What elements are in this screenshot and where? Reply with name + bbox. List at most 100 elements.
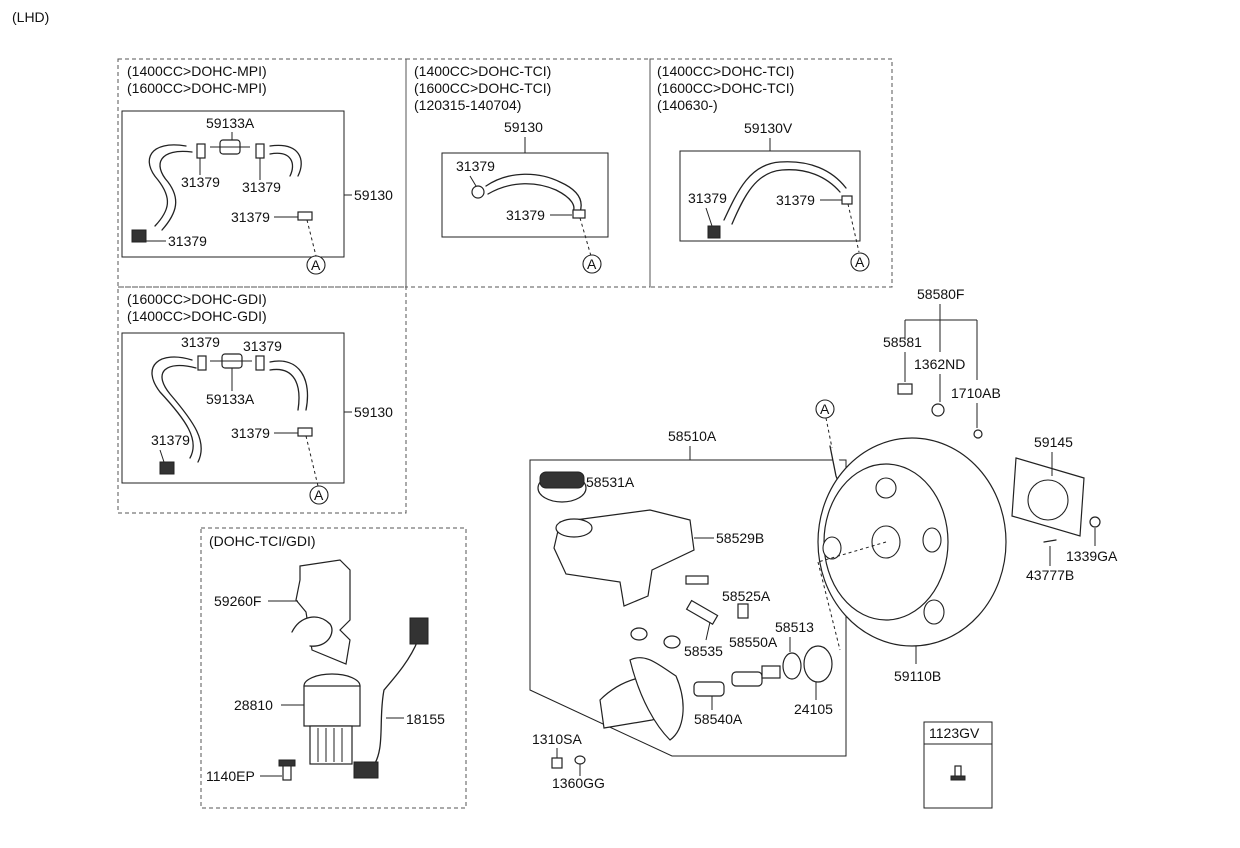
pump-body-shape bbox=[303, 685, 361, 727]
washer-shape bbox=[574, 755, 586, 765]
tci-early-clamp-b-label: 31379 bbox=[506, 207, 545, 223]
harness-connector bbox=[409, 617, 429, 645]
panel-tci-early: (1400CC>DOHC-TCI) (1600CC>DOHC-TCI) (120… bbox=[405, 58, 651, 288]
gdi-valve-label: 59133A bbox=[206, 391, 255, 407]
pump-motor-shape bbox=[309, 725, 353, 765]
mpi-clamp-b-label: 31379 bbox=[242, 179, 281, 195]
panel-tci-late: (1400CC>DOHC-TCI) (1600CC>DOHC-TCI) (140… bbox=[649, 58, 893, 288]
gdi-hose-assy-label: 59130 bbox=[354, 404, 393, 420]
pad-label: 59145 bbox=[1034, 434, 1073, 450]
gdi-spec-line-2: (1400CC>DOHC-GDI) bbox=[127, 308, 267, 324]
pin-label: 58535 bbox=[684, 643, 723, 659]
mpi-spec-line-2: (1600CC>DOHC-MPI) bbox=[127, 80, 267, 96]
mpi-clamp-d-shape bbox=[131, 229, 147, 243]
gdi-clamp-a-label: 31379 bbox=[181, 334, 220, 350]
tci-late-hose-box bbox=[679, 150, 861, 242]
master-cylinder-assy-label: 58510A bbox=[668, 428, 717, 444]
reservoir-shape bbox=[553, 509, 695, 607]
plug-label: 1710AB bbox=[951, 385, 1001, 401]
mpi-hose-group-box bbox=[121, 110, 345, 258]
lhd-label: (LHD) bbox=[12, 9, 49, 25]
mpi-hose-assy-label: 59130 bbox=[354, 187, 393, 203]
tci-early-clamp-a-label: 31379 bbox=[456, 158, 495, 174]
tci-early-hose-assy-label: 59130 bbox=[504, 119, 543, 135]
grommet-label: 1362ND bbox=[914, 356, 965, 372]
mpi-hose-left-inner bbox=[159, 150, 193, 231]
panel-mpi: (1400CC>DOHC-MPI) (1600CC>DOHC-MPI) A 59… bbox=[117, 58, 407, 288]
gasket-label: 24105 bbox=[794, 701, 833, 717]
mpi-ref-a-marker bbox=[306, 255, 326, 275]
oring-label: 58513 bbox=[775, 619, 814, 635]
washer-label: 1360GG bbox=[552, 775, 605, 791]
gdi-hose-group-box bbox=[121, 332, 345, 484]
gdi-clamp-c-label: 31379 bbox=[231, 425, 270, 441]
tci-early-spec-line-3: (120315-140704) bbox=[414, 97, 521, 113]
mpi-clamp-a-shape bbox=[196, 143, 206, 159]
kit-label: 58580F bbox=[917, 286, 964, 302]
tci-early-spec-line-2: (1600CC>DOHC-TCI) bbox=[414, 80, 551, 96]
tci-late-spec-line-3: (140630-) bbox=[657, 97, 718, 113]
nut-1339-shape bbox=[1089, 516, 1101, 528]
bracket-shape bbox=[295, 559, 351, 665]
piston-shape bbox=[693, 681, 725, 697]
booster-nut-label: 1339GA bbox=[1066, 548, 1118, 564]
pump-spec-line-1: (DOHC-TCI/GDI) bbox=[209, 533, 316, 549]
grommet-shape bbox=[931, 403, 945, 417]
tci-late-ref-a: A bbox=[855, 254, 865, 270]
booster-ref-a-marker bbox=[815, 399, 835, 419]
booster-pin-label: 43777B bbox=[1026, 567, 1074, 583]
pin-shape bbox=[685, 599, 719, 626]
tci-late-clamp-b-label: 31379 bbox=[776, 192, 815, 208]
panel-pump: (DOHC-TCI/GDI) 59260F 28810 18155 1140EP bbox=[200, 527, 467, 809]
gdi-clamp-d-label: 31379 bbox=[151, 432, 190, 448]
bolt-box-group: 1123GV bbox=[923, 721, 993, 809]
plug-shape bbox=[973, 429, 983, 439]
tci-early-spec-line-1: (1400CC>DOHC-TCI) bbox=[414, 63, 551, 79]
gdi-clamp-c-shape bbox=[297, 427, 313, 437]
bracket-label: 59260F bbox=[214, 593, 261, 609]
bolt-box-label: 1123GV bbox=[929, 725, 980, 741]
mpi-clamp-b-shape bbox=[255, 143, 265, 159]
master-cylinder-group: 58510A 58531A 58529B 58525A 58535 58550A… bbox=[529, 428, 847, 791]
bolt-label: 1140EP bbox=[206, 768, 255, 784]
tci-late-clamp-a-shape bbox=[707, 225, 721, 239]
tci-early-ref-a: A bbox=[587, 256, 597, 272]
screw-label: 58525A bbox=[722, 588, 771, 604]
tci-late-ref-a-marker bbox=[850, 252, 870, 272]
tci-late-spec-line-2: (1600CC>DOHC-TCI) bbox=[657, 80, 794, 96]
tci-early-hose-box bbox=[441, 152, 609, 238]
tci-late-clamp-b-shape bbox=[841, 195, 853, 205]
gasket-shape bbox=[803, 645, 833, 683]
mpi-ref-a: A bbox=[311, 257, 321, 273]
gdi-clamp-b-shape bbox=[255, 355, 265, 371]
pump-label: 28810 bbox=[234, 697, 273, 713]
mpi-spec-line-1: (1400CC>DOHC-MPI) bbox=[127, 63, 267, 79]
panel-gdi: (1600CC>DOHC-GDI) (1400CC>DOHC-GDI) A 31… bbox=[117, 286, 407, 514]
mpi-clamp-a-label: 31379 bbox=[181, 174, 220, 190]
check-valve-label: 58581 bbox=[883, 334, 922, 350]
nut-label: 1310SA bbox=[532, 731, 582, 747]
gdi-clamp-a-shape bbox=[197, 355, 207, 371]
master-cylinder-assy-frame bbox=[529, 459, 847, 757]
tci-late-hose-assy-label: 59130V bbox=[744, 120, 793, 136]
panel-tci-late-frame bbox=[649, 58, 893, 288]
booster-ref-a: A bbox=[820, 401, 830, 417]
tci-early-clamp-a-shape bbox=[471, 185, 485, 199]
harness-plug bbox=[353, 761, 379, 779]
pin-43777-shape bbox=[1043, 539, 1057, 543]
tci-early-ref-a-marker bbox=[582, 254, 602, 274]
gdi-clamp-d-shape bbox=[159, 461, 175, 475]
tci-early-clamp-b-shape bbox=[572, 209, 586, 219]
mpi-clamp-d-label: 31379 bbox=[168, 233, 207, 249]
booster-label: 59110B bbox=[894, 668, 941, 684]
gdi-ref-a: A bbox=[314, 487, 324, 503]
panel-gdi-frame bbox=[117, 286, 407, 514]
screw-shape bbox=[685, 575, 709, 585]
mpi-valve-label: 59133A bbox=[206, 115, 255, 131]
harness-shape bbox=[371, 639, 419, 769]
tci-late-spec-line-1: (1400CC>DOHC-TCI) bbox=[657, 63, 794, 79]
gdi-spec-line-1: (1600CC>DOHC-GDI) bbox=[127, 291, 267, 307]
check-valve-shape bbox=[897, 383, 913, 395]
mpi-clamp-c-label: 31379 bbox=[231, 209, 270, 225]
